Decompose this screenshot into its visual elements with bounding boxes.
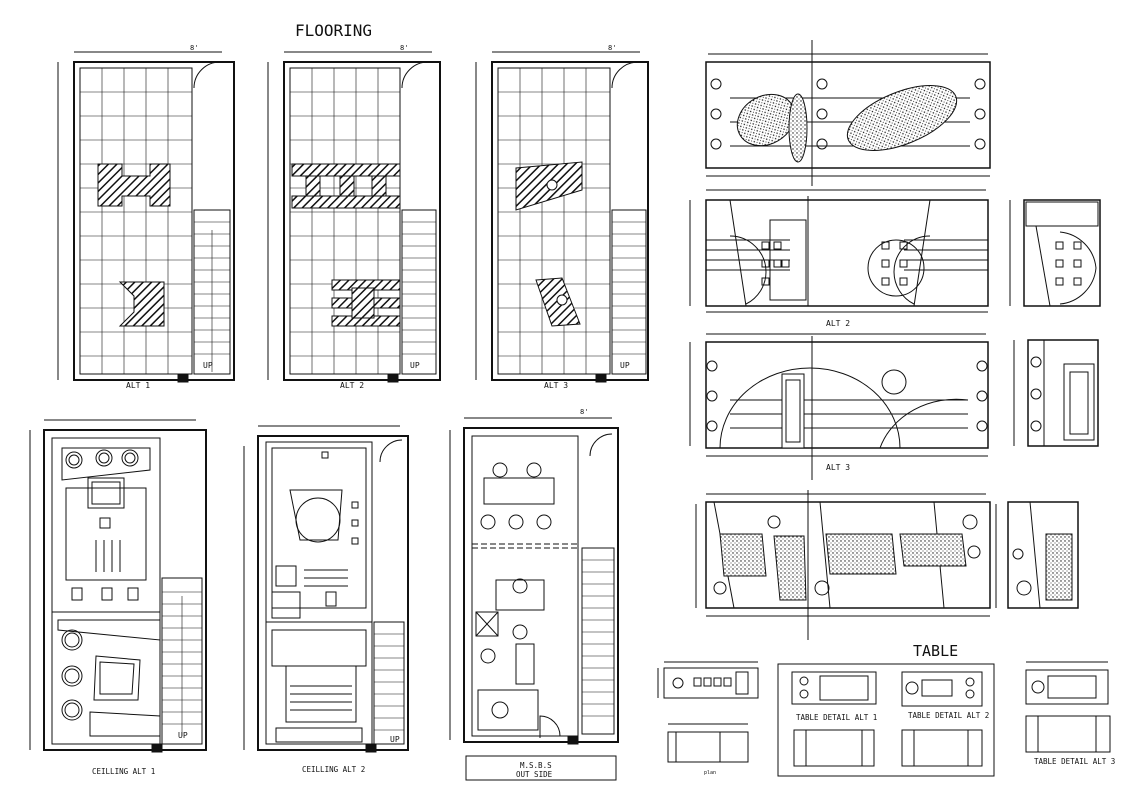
table-detail-alt1-label: TABLE DETAIL ALT 1: [796, 713, 877, 722]
furniture-label-line1: M.S.B.S: [520, 761, 552, 770]
ceiling-alt1-label: CEILLING ALT 1: [92, 767, 155, 776]
elevation-alt2: [689, 189, 1101, 313]
elevation-alt2-label: ALT 2: [826, 319, 850, 328]
floor-alt1-label: ALT 1: [126, 381, 150, 390]
furniture-plan: [449, 417, 619, 781]
table-detail-plan-note: plan: [704, 770, 716, 776]
ceiling-plan-alt1: [29, 419, 207, 753]
floor-plan-alt1: [57, 51, 235, 383]
floor-alt3-up: UP: [620, 361, 630, 370]
floor-alt3-dim-top: 8': [608, 44, 616, 52]
floor-alt3-label: ALT 3: [544, 381, 568, 390]
elevation-alt4: [695, 490, 1079, 640]
elevation-alt3: [689, 333, 1099, 480]
floor-alt1-dim-top: 8': [190, 44, 198, 52]
elevation-alt3-label: ALT 3: [826, 463, 850, 472]
ceiling-alt2-up: UP: [390, 735, 400, 744]
table-detail-alt2-label: TABLE DETAIL ALT 2: [908, 711, 989, 720]
table-detail-alt3-label: TABLE DETAIL ALT 3: [1034, 757, 1115, 766]
floor-alt2-up: UP: [410, 361, 420, 370]
floor-alt2-dim-top: 8': [400, 44, 408, 52]
ceiling-alt2-label: CEILLING ALT 2: [302, 765, 365, 774]
heading-flooring: FLOORING: [295, 21, 372, 40]
floor-alt2-label: ALT 2: [340, 381, 364, 390]
heading-table: TABLE: [913, 642, 958, 660]
elevation-alt1: [705, 40, 991, 186]
floor-alt1-up: UP: [203, 361, 213, 370]
furniture-dim-top: 8': [580, 408, 588, 416]
ceiling-plan-alt2: [243, 425, 409, 753]
ceiling-alt1-up: UP: [178, 731, 188, 740]
table-detail-plans: [657, 661, 1111, 777]
floor-plan-alt2: [267, 51, 441, 383]
furniture-label-line2: OUT SIDE: [516, 770, 553, 779]
floor-plan-alt3: [475, 51, 649, 383]
